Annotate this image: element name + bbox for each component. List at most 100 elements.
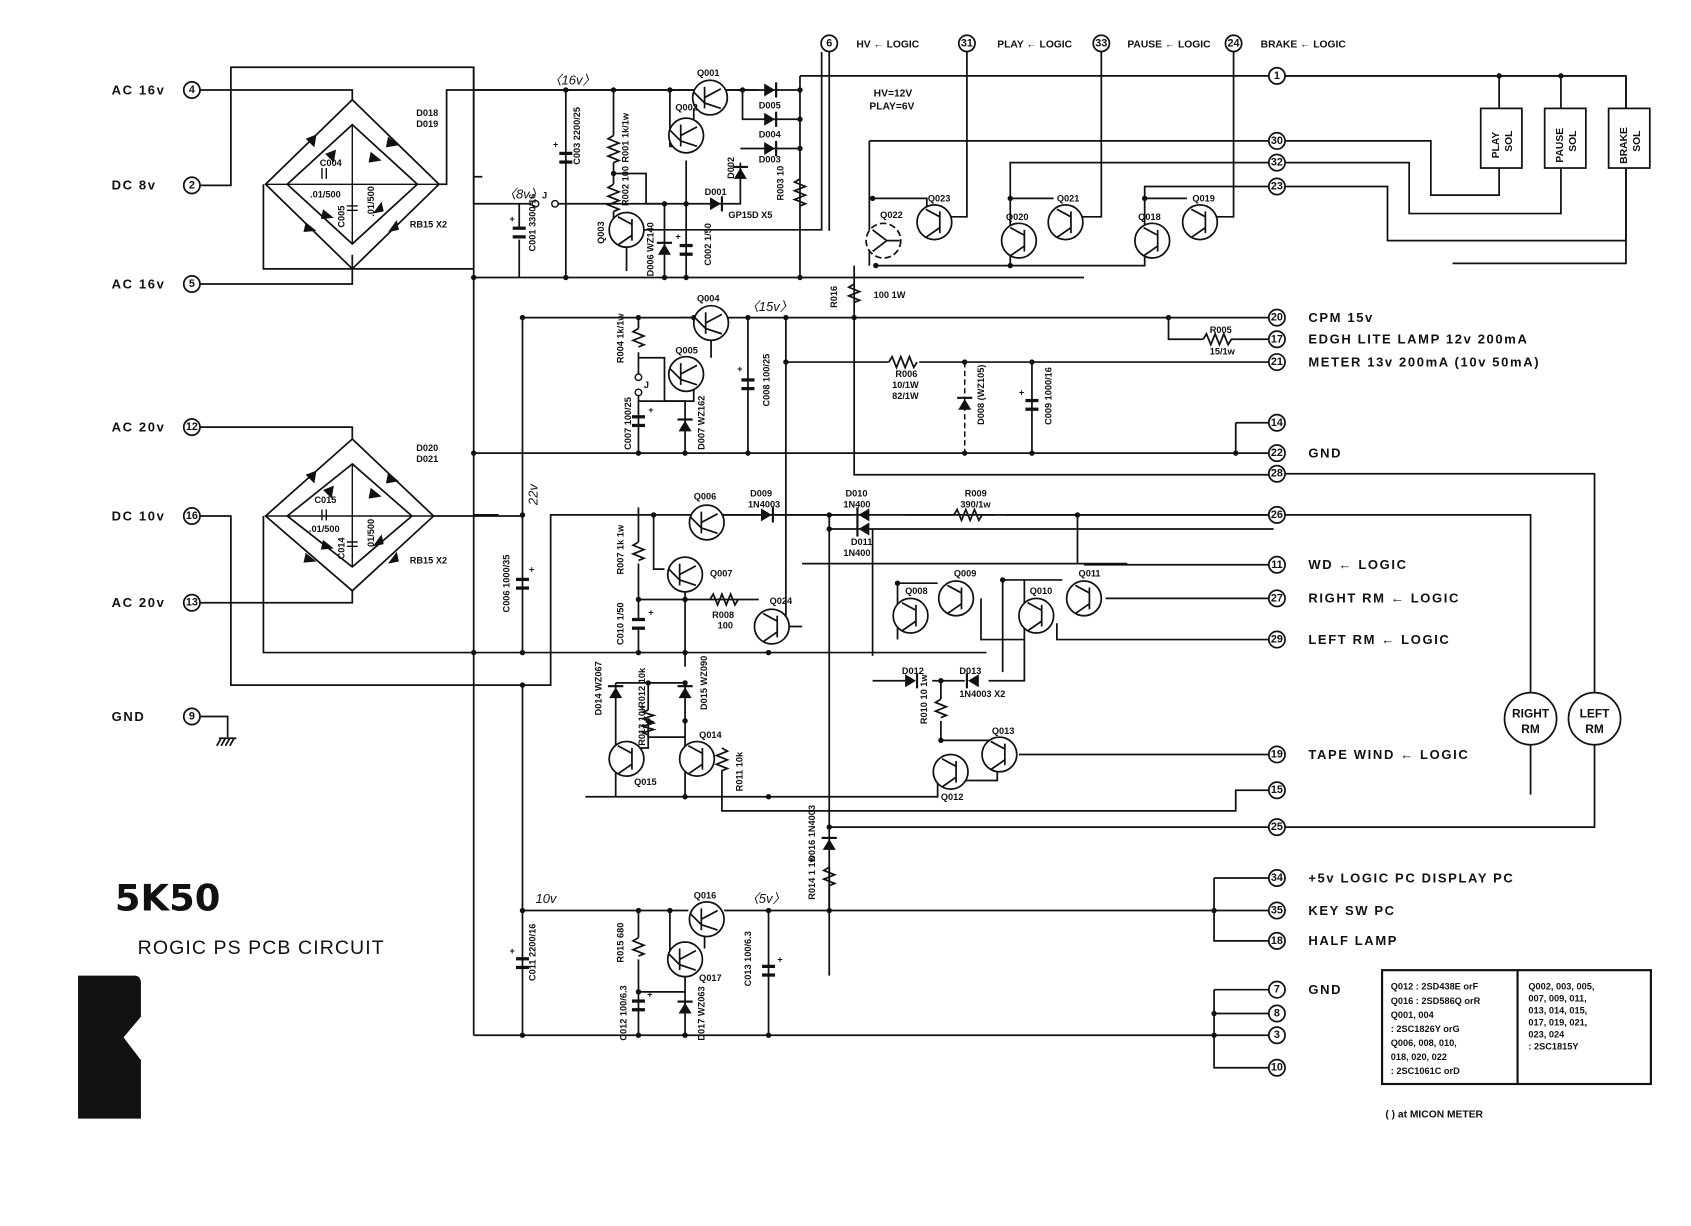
connector-input-4: 4 — [182, 80, 201, 99]
label-d010: D010 — [846, 488, 868, 498]
label-c003: C003 2200/25 — [572, 107, 582, 165]
transistor-q022 — [865, 222, 902, 259]
input-label-9: GND — [112, 709, 146, 724]
label-c013: C013 100/6.3 — [743, 931, 753, 986]
capacitor-c013: + — [762, 955, 783, 977]
connector-input-4-number: 4 — [189, 84, 195, 96]
diode-d014 — [608, 685, 624, 699]
connector-logic-6: 6 — [820, 34, 839, 53]
label-q002: Q002 — [675, 103, 698, 113]
connector-output-26-number: 26 — [1271, 509, 1283, 521]
connector-input-2: 2 — [182, 176, 201, 195]
parts-table-left-line: : 2SC1061C orD — [1391, 1066, 1460, 1076]
transistor-q021 — [1047, 204, 1084, 241]
label-c001: C001 3300/16 — [527, 194, 537, 252]
capacitor-c007: + — [631, 405, 654, 428]
connector-output-14: 14 — [1267, 413, 1286, 432]
connector-output-29: 29 — [1267, 630, 1286, 649]
label-c007: C007 100/25 — [623, 397, 633, 450]
transistor-q016 — [688, 901, 725, 938]
svg-text:+: + — [648, 405, 653, 415]
resistor-r016 — [846, 283, 862, 304]
label-c005: C005 — [337, 206, 347, 228]
connector-output-14-number: 14 — [1271, 417, 1283, 429]
label-r001: R001 1k/1w — [621, 112, 631, 162]
label-d013: D013 — [959, 666, 981, 676]
svg-text:+: + — [675, 232, 680, 242]
connector-output-1: 1 — [1267, 66, 1286, 85]
output-label-17: EDGH LITE LAMP 12v 200mA — [1308, 332, 1528, 347]
connector-output-23-number: 23 — [1271, 180, 1283, 192]
connector-output-10-number: 10 — [1271, 1062, 1283, 1074]
label-d009: D009 — [750, 488, 772, 498]
label-q005: Q005 — [675, 345, 698, 355]
output-label-22: GND — [1308, 445, 1342, 460]
parts-table-left-line: : 2SC1826Y orG — [1391, 1024, 1460, 1034]
resistor-r007 — [630, 541, 647, 562]
transistor-q024 — [753, 608, 791, 645]
transistor-q013 — [981, 736, 1018, 773]
jumper-label-2: J — [644, 380, 649, 390]
jumpers: J J — [531, 190, 649, 397]
diode-d015 — [677, 685, 693, 699]
connector-output-28-number: 28 — [1271, 468, 1283, 480]
transistor-q015 — [608, 740, 645, 778]
label-d007: D007 WZ162 — [697, 396, 707, 450]
label-r005-value: 15/1w — [1210, 346, 1236, 356]
connector-output-34-number: 34 — [1271, 872, 1283, 884]
transistor-q011 — [1065, 580, 1103, 617]
parts-table-left-line: Q016 : 2SD586Q orR — [1391, 996, 1481, 1006]
resistors — [605, 134, 1236, 957]
transistor-q008 — [892, 597, 929, 634]
resistor-r009 — [953, 507, 996, 523]
connector-output-7-number: 7 — [1274, 984, 1280, 996]
label-c008: C008 100/25 — [762, 354, 772, 407]
input-label-2: DC 8v — [112, 178, 157, 193]
connector-logic-6-number: 6 — [826, 37, 832, 49]
label-q008: Q008 — [905, 586, 928, 596]
output-label-34: +5v LOGIC PC DISPLAY PC — [1308, 870, 1514, 885]
connector-output-15: 15 — [1267, 781, 1286, 800]
junctions — [470, 73, 1564, 1038]
label-q020: Q020 — [1006, 212, 1029, 222]
solenoid-pause-sub: SOL — [1568, 131, 1579, 152]
label-r016-value: 100 1W — [874, 290, 906, 300]
label-r006-value-2: 82/1W — [892, 391, 919, 401]
svg-text:+: + — [1019, 388, 1024, 398]
label-d008: D008 (WZ105) — [976, 365, 986, 425]
transistor-q019 — [1181, 204, 1219, 241]
parts-table-right-line: : 2SC1815Y — [1528, 1041, 1578, 1051]
connector-output-35: 35 — [1267, 901, 1286, 920]
connector-output-18: 18 — [1267, 931, 1286, 950]
connector-logic-24-number: 24 — [1228, 37, 1240, 49]
diode-d010 — [856, 507, 870, 523]
parts-table-left-line: 018, 020, 022 — [1391, 1052, 1447, 1062]
connector-output-22: 22 — [1267, 444, 1286, 463]
label-d004: D004 — [759, 130, 782, 140]
connector-input-5: 5 — [182, 275, 201, 294]
label-c005-value: .01/500 — [366, 186, 376, 217]
component-labels: C003 2200/25 C001 3300/16 C002 1/50 R001… — [501, 100, 1235, 1040]
connector-output-25-number: 25 — [1271, 821, 1283, 833]
label-d021: D021 — [416, 454, 438, 464]
label-d018: D018 — [416, 108, 438, 118]
resistor-r003 — [792, 178, 808, 207]
diode-d012 — [905, 673, 919, 689]
resistor-r008 — [709, 591, 739, 608]
diode-d017 — [677, 1000, 693, 1014]
solenoid-play-sub: SOL — [1504, 131, 1515, 152]
footnote-micon-meter: ( ) at MICON METER — [1385, 1110, 1483, 1121]
resistor-r005 — [1202, 331, 1236, 348]
label-d010-value: 1N400 — [843, 499, 870, 509]
connector-input-16-number: 16 — [186, 510, 198, 522]
diode-d011 — [856, 521, 870, 537]
page-title: 5K50 — [115, 877, 220, 920]
parts-table-left-line: Q006, 008, 010, — [1391, 1038, 1457, 1048]
connector-output-35-number: 35 — [1271, 905, 1283, 917]
connector-output-22-number: 22 — [1271, 447, 1283, 459]
motor-right-sub: RM — [1521, 722, 1540, 736]
input-label-16: DC 10v — [112, 508, 166, 523]
